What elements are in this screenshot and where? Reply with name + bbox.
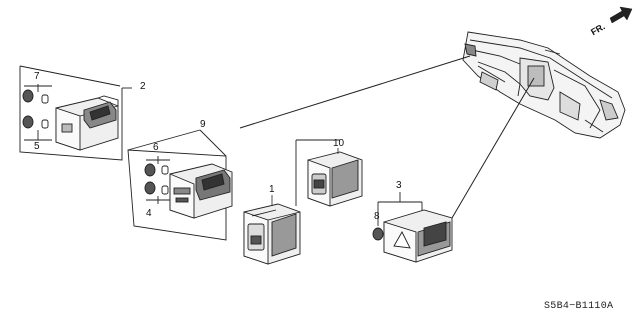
- hazard-switch-3-body: [383, 209, 453, 263]
- bulb-5: [22, 115, 49, 140]
- bulb-6: [144, 156, 169, 177]
- bulb-4: [144, 181, 169, 204]
- part-10-group: [295, 139, 363, 207]
- callout-7: 7: [34, 71, 40, 82]
- bulb-7: [22, 84, 49, 104]
- callout-5: 5: [34, 141, 40, 152]
- callout-2: 2: [140, 81, 146, 92]
- switch-10-body: [307, 151, 363, 207]
- callout-8: 8: [374, 211, 380, 222]
- switch-9-body: [169, 163, 233, 219]
- part-9-group: [127, 129, 233, 241]
- callout-4: 4: [146, 208, 152, 219]
- diagram-code: S5B4−B1110A: [544, 301, 613, 312]
- callout-3: 3: [396, 180, 402, 191]
- front-direction-label: FR.: [589, 21, 607, 37]
- switch-1-body: [243, 203, 301, 265]
- arrow-icon: [609, 6, 633, 24]
- callout-6: 6: [153, 142, 159, 153]
- switch-2-body: [55, 95, 119, 151]
- leader-lines: [239, 55, 535, 219]
- dashboard-illustration: [462, 31, 626, 139]
- part-3-group: [372, 192, 453, 263]
- front-direction-arrow: FR.: [589, 6, 633, 37]
- callout-labels: 1 2 3 4 5 6 7 8 9 10: [34, 71, 402, 222]
- callout-1: 1: [269, 184, 275, 195]
- part-2-group: [19, 65, 132, 161]
- bulb-8: [372, 227, 384, 241]
- callout-9: 9: [200, 119, 206, 130]
- callout-10: 10: [333, 138, 345, 149]
